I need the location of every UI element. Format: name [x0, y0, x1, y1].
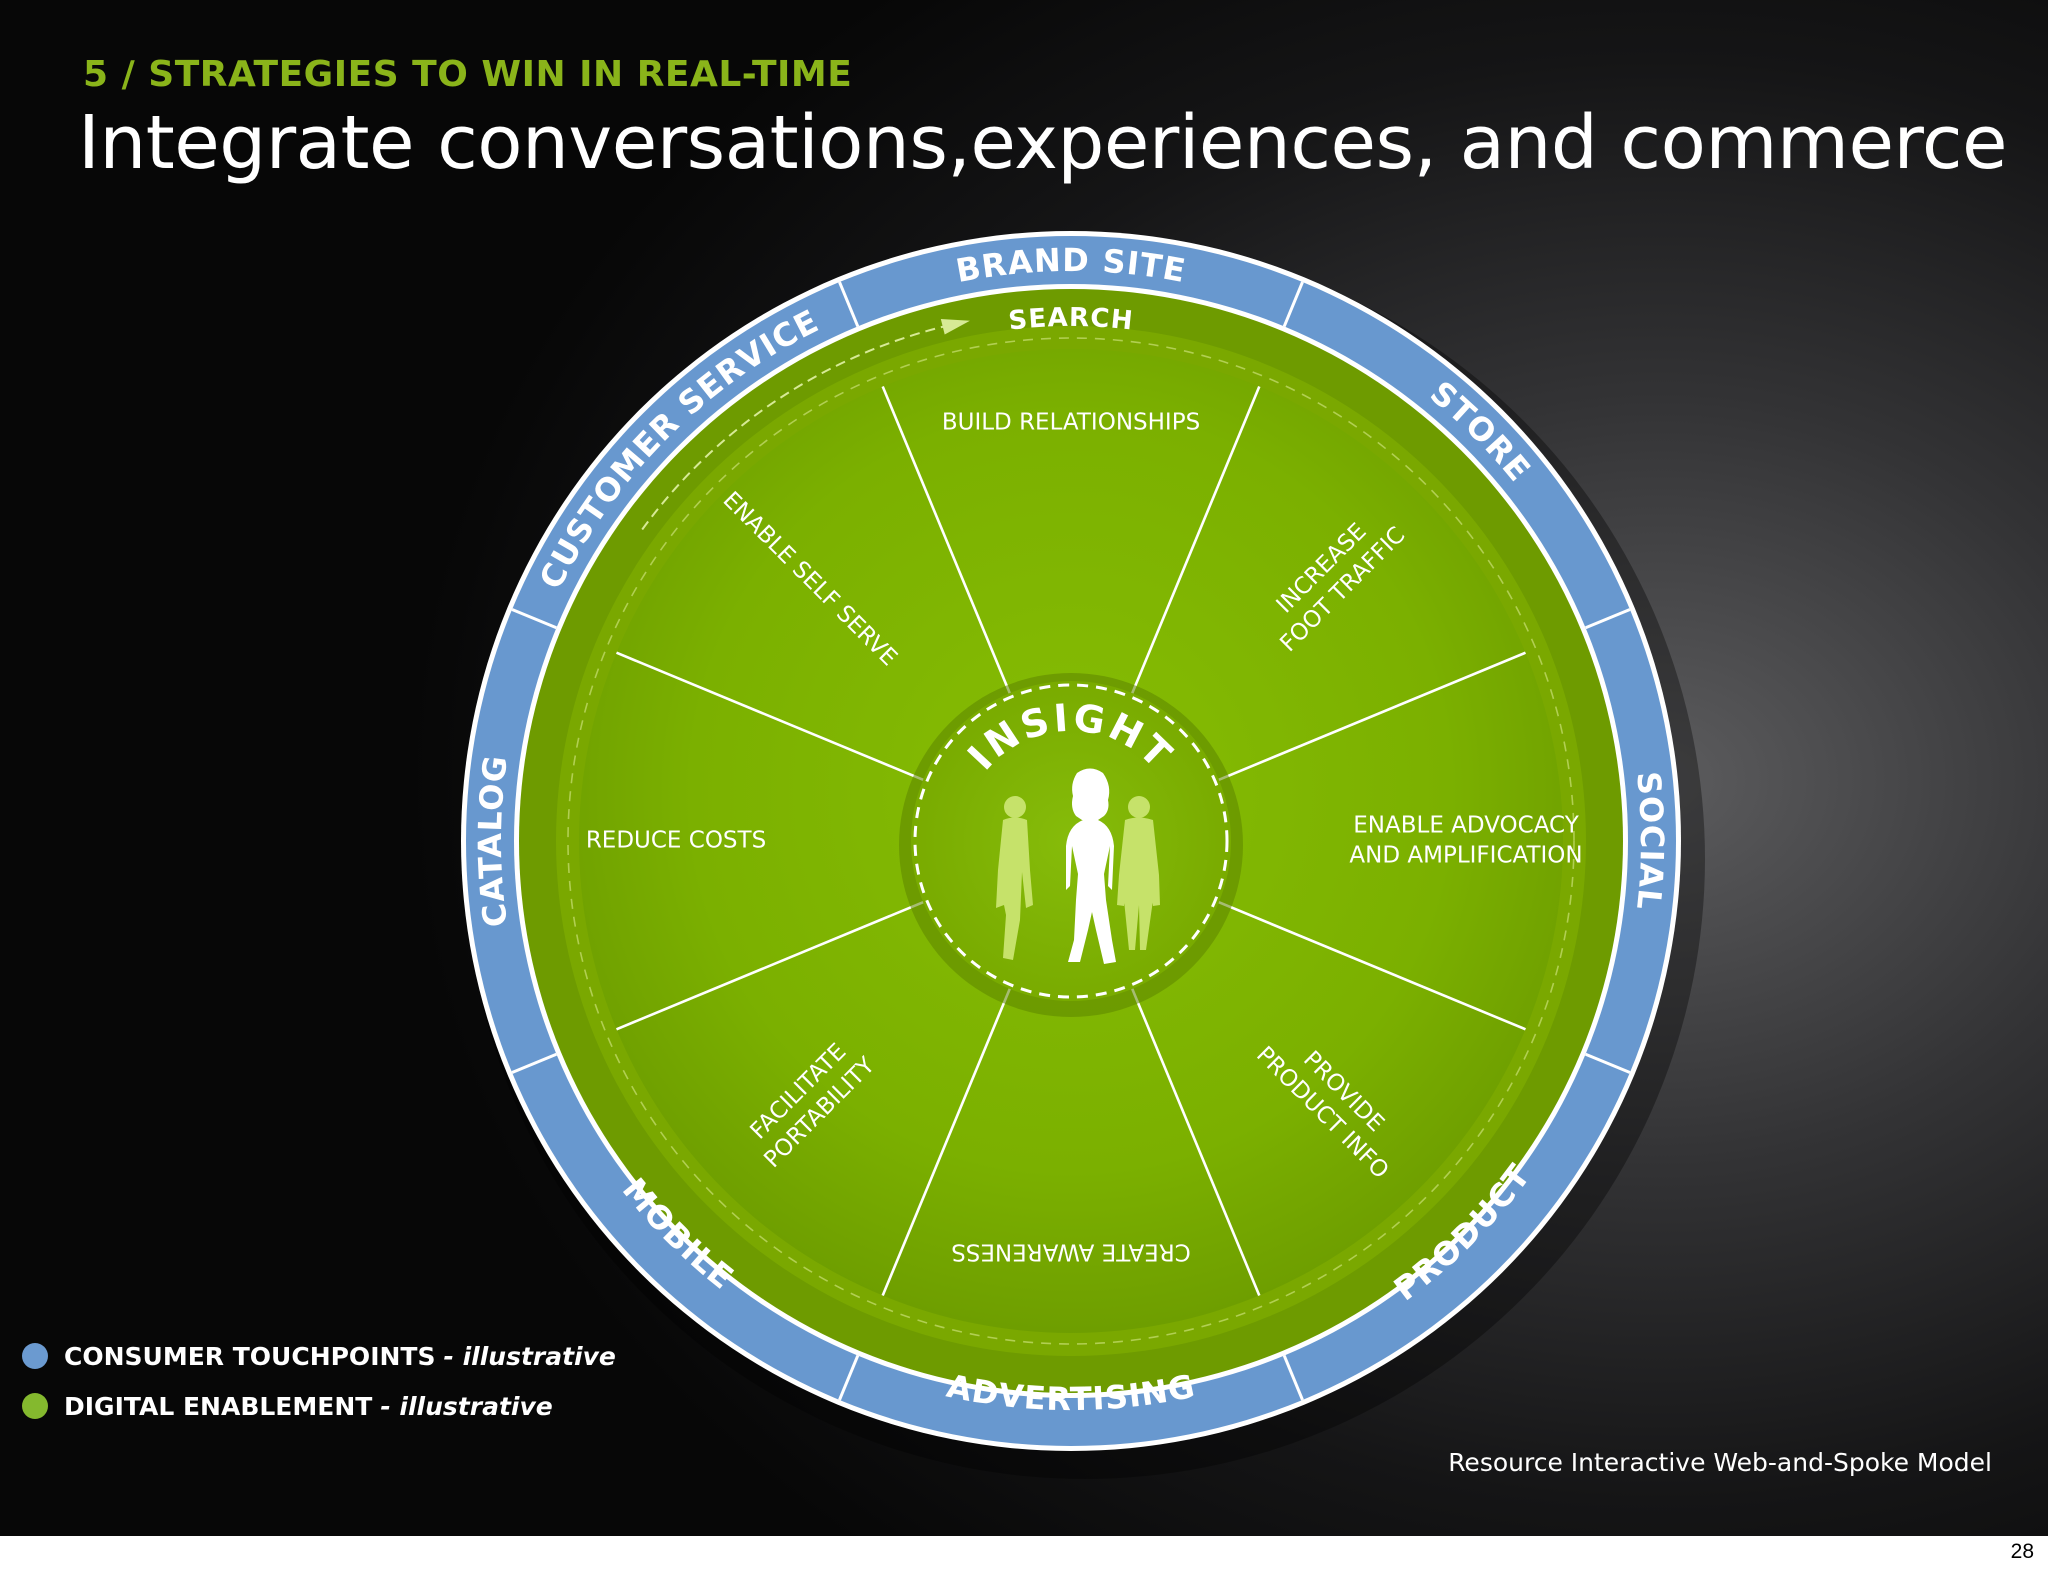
touchpoint-label: CATALOG: [471, 753, 515, 930]
spoke-line: [1130, 988, 1261, 1296]
person-center-silhouette: [1066, 768, 1116, 964]
search-dashed-orbit: [567, 337, 1575, 1345]
spoke-line: [881, 988, 1012, 1296]
legend-label: CONSUMER TOUCHPOINTS: [64, 1341, 436, 1371]
search-label: SEARCH: [1007, 303, 1135, 337]
search-arrow: [641, 323, 953, 531]
touchpoint-divider: [1585, 608, 1631, 630]
person-left-silhouette: [996, 796, 1033, 960]
enablement-label-line: CREATE AWARENESS: [951, 1239, 1191, 1265]
touchpoint-divider: [838, 281, 860, 327]
legend-note: - illustrative: [443, 1341, 616, 1371]
legend-label: DIGITAL ENABLEMENT: [64, 1391, 373, 1421]
touchpoint-divider: [1282, 1355, 1304, 1401]
touchpoint-divider: [511, 608, 557, 630]
legend-note: - illustrative: [380, 1391, 553, 1421]
enablement-label: REDUCE COSTS: [586, 828, 766, 854]
person-right-silhouette: [1117, 796, 1160, 950]
enablement-label-line: ENABLE ADVOCACY: [1353, 813, 1579, 839]
spoke-line: [1218, 651, 1526, 782]
touchpoint-label: SOCIAL: [1629, 770, 1671, 913]
page-number: 28: [2010, 1540, 2034, 1563]
enablement-label: ENABLE ADVOCACY AND AMPLIFICATION: [1349, 813, 1582, 869]
diagram-caption: Resource Interactive Web-and-Spoke Model: [1448, 1448, 1992, 1477]
spoke-line: [616, 651, 924, 782]
spoke-line: [1218, 900, 1526, 1031]
web-and-spoke-diagram: BRAND SITESTORESOCIALPRODUCTADVERTISINGM…: [465, 236, 1705, 1479]
enablement-label-line: BUILD RELATIONSHIPS: [942, 410, 1200, 436]
search-arrow-head-icon: [940, 319, 970, 335]
legend-digital-enablement: DIGITAL ENABLEMENT - illustrative: [22, 1386, 553, 1426]
touchpoint-divider: [1282, 281, 1304, 327]
section-kicker: 5 / STRATEGIES TO WIN IN REAL-TIME: [83, 54, 853, 95]
enablement-label: CREATE AWARENESS: [951, 1239, 1191, 1265]
spoke-line: [616, 900, 924, 1031]
spoke-line: [1130, 386, 1261, 694]
slide: 5 / STRATEGIES TO WIN IN REAL-TIME Integ…: [0, 0, 2048, 1536]
people-silhouettes: [996, 768, 1160, 964]
enablement-label-line: AND AMPLIFICATION: [1349, 843, 1582, 869]
enablement-label-line: REDUCE COSTS: [586, 828, 766, 854]
touchpoint-divider: [511, 1052, 557, 1074]
touchpoint-divider: [838, 1355, 860, 1401]
enablement-label: BUILD RELATIONSHIPS: [942, 410, 1200, 436]
legend-dot-blue-icon: [22, 1343, 48, 1369]
touchpoint-divider: [1585, 1052, 1631, 1074]
slide-title: Integrate conversations,experiences, and…: [78, 100, 2008, 186]
legend-dot-green-icon: [22, 1393, 48, 1419]
legend-consumer-touchpoints: CONSUMER TOUCHPOINTS - illustrative: [22, 1336, 616, 1376]
spoke-line: [881, 386, 1012, 694]
hub-dashed-border: [913, 683, 1229, 999]
